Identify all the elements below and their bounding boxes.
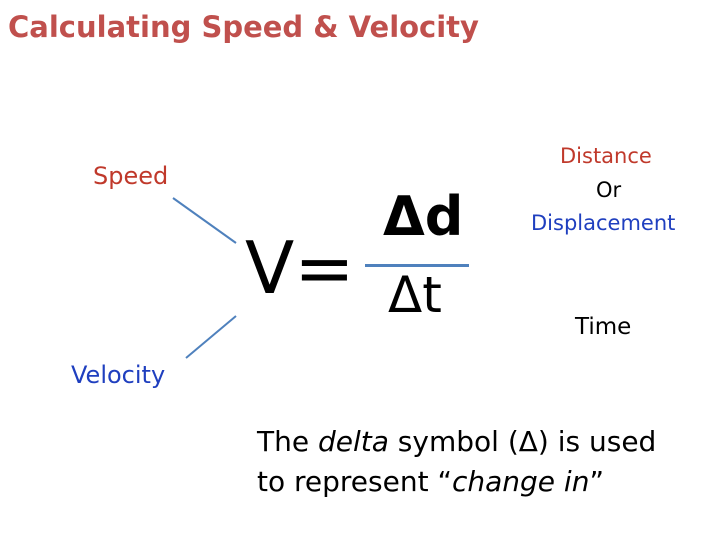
note-emphasis: delta (317, 425, 389, 458)
formula-lhs: V= (245, 226, 355, 310)
note-emphasis: change in (451, 465, 590, 498)
time-label: Time (575, 314, 632, 340)
fraction-bar (365, 264, 469, 267)
distance-label: Distance (560, 144, 652, 168)
note-text: ” (589, 465, 604, 498)
or-label: Or (596, 178, 622, 202)
delta-note-line-2: to represent “change in” (257, 462, 656, 502)
note-text: to represent “ (257, 465, 452, 498)
formula-denominator: Δt (388, 266, 442, 324)
velocity-label: Velocity (71, 361, 166, 389)
delta-note-line-1: The delta symbol (Δ) is used (257, 422, 656, 462)
speed-label: Speed (93, 162, 169, 190)
velocity-connector-line (185, 315, 237, 359)
note-text: symbol (Δ) is used (388, 425, 657, 458)
displacement-label: Displacement (531, 211, 676, 235)
formula-numerator: Δd (383, 185, 464, 248)
note-text: The (257, 425, 318, 458)
delta-note: The delta symbol (Δ) is used to represen… (257, 422, 656, 502)
slide-title: Calculating Speed & Velocity (8, 10, 479, 44)
speed-connector-line (172, 197, 237, 244)
